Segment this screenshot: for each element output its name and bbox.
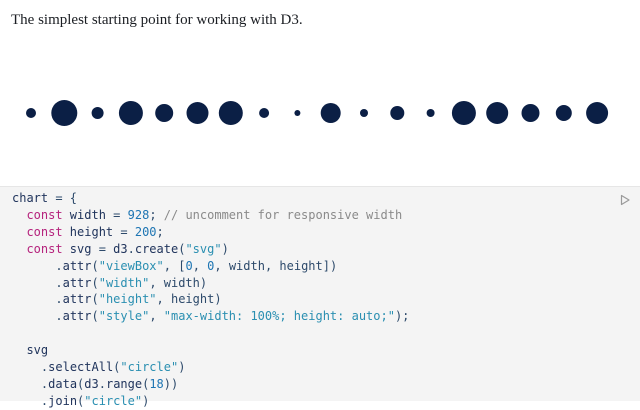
circle-2	[51, 100, 78, 126]
code-line-4: const svg = d3.create("svg")	[26, 241, 229, 256]
circle-13	[426, 109, 435, 117]
play-icon[interactable]	[618, 193, 632, 207]
circle-9	[294, 110, 301, 116]
circle-14	[451, 101, 476, 125]
intro-text: The simplest starting point for working …	[11, 12, 303, 28]
code-line-2: const width = 928; // uncomment for resp…	[26, 207, 403, 222]
circle-16	[521, 104, 540, 122]
code-line-8: .attr("style", "max-width: 100%; height:…	[55, 309, 410, 324]
code-line-11: .selectAll("circle")	[40, 360, 186, 375]
code-line-6: .attr("width", width)	[55, 275, 208, 290]
code-block[interactable]: chart = { const width = 928; // uncommen…	[12, 190, 409, 410]
circle-17	[555, 105, 572, 121]
circle-15	[486, 102, 509, 124]
code-line-12: .data(d3.range(18))	[40, 376, 179, 391]
circle-6	[186, 102, 209, 124]
circles-chart	[26, 100, 609, 126]
code-line-5: .attr("viewBox", [0, 0, width, height])	[55, 258, 338, 273]
circle-3	[91, 107, 104, 119]
code-line-13: .join("circle")	[40, 393, 150, 408]
circle-5	[155, 104, 174, 122]
code-line-7: .attr("height", height)	[55, 292, 222, 307]
code-comment: // uncomment for responsive width	[163, 207, 403, 222]
circle-8	[259, 108, 270, 118]
circle-18	[586, 102, 609, 124]
circle-11	[360, 109, 368, 117]
code-line-1: chart = {	[12, 191, 78, 205]
code-cell[interactable]: chart = { const width = 928; // uncommen…	[0, 186, 640, 408]
code-line-10: svg	[26, 343, 49, 358]
code-line-3: const height = 200;	[26, 224, 164, 239]
circle-10	[320, 103, 341, 123]
circle-1	[26, 108, 36, 118]
circle-4	[118, 101, 143, 125]
circle-7	[218, 101, 243, 125]
circle-12	[390, 106, 405, 120]
